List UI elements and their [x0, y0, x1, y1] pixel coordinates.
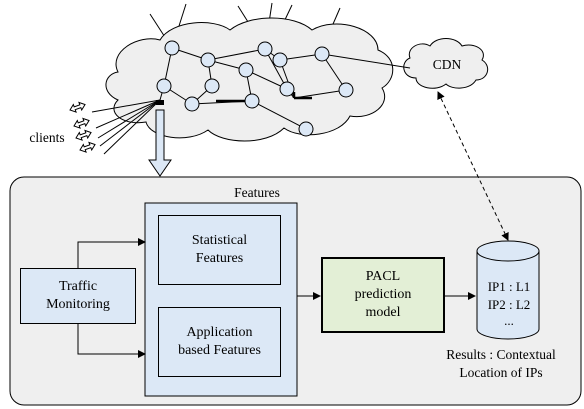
network-node — [272, 52, 288, 68]
database-row-1: IP1 : L1 — [487, 279, 531, 294]
clients-label: clients — [29, 130, 65, 145]
statistical-line-1: Statistical — [191, 233, 248, 248]
network-node — [338, 82, 354, 98]
pacl-model-box: PACL prediction model — [321, 257, 445, 333]
cdn-label: CDN — [432, 57, 462, 72]
model-line-3: model — [365, 305, 401, 320]
application-line-1: Application — [186, 325, 253, 340]
capture-tap — [156, 100, 164, 105]
traffic-line-1: Traffic — [58, 279, 98, 294]
network-node — [298, 121, 314, 137]
model-line-1: PACL — [365, 269, 401, 284]
network-node — [184, 96, 200, 112]
monitoring-connectors — [77, 238, 146, 358]
network-nodes — [156, 40, 354, 137]
statistical-features-box: Statistical Features — [158, 215, 281, 285]
internet-cloud — [105, 17, 394, 142]
network-node — [204, 78, 220, 94]
results-database — [476, 240, 540, 340]
network-node — [244, 93, 260, 109]
client-links — [91, 99, 161, 155]
results-line-2: Location of IPs — [459, 365, 543, 380]
client-arrows — [69, 101, 96, 153]
database-row-3: ... — [504, 313, 514, 328]
network-node — [164, 40, 180, 56]
application-features-box: Application based Features — [158, 307, 281, 377]
cdn-cloud — [403, 38, 489, 89]
network-node — [200, 52, 216, 68]
network-node — [257, 41, 273, 57]
network-node — [238, 62, 254, 78]
traffic-monitoring-box: Traffic Monitoring — [20, 268, 136, 324]
network-node — [314, 46, 330, 62]
traffic-line-2: Monitoring — [46, 297, 110, 312]
database-row-2: IP2 : L2 — [487, 297, 531, 312]
data-flow-arrow — [148, 109, 172, 177]
model-line-2: prediction — [354, 287, 412, 302]
network-node — [156, 78, 172, 94]
network-node — [279, 81, 295, 97]
application-line-2: based Features — [178, 343, 261, 358]
cdn-results-link — [437, 91, 509, 241]
results-line-1: Results : Contextual — [446, 347, 556, 362]
statistical-line-2: Features — [195, 251, 244, 266]
features-title: Features — [234, 185, 280, 200]
